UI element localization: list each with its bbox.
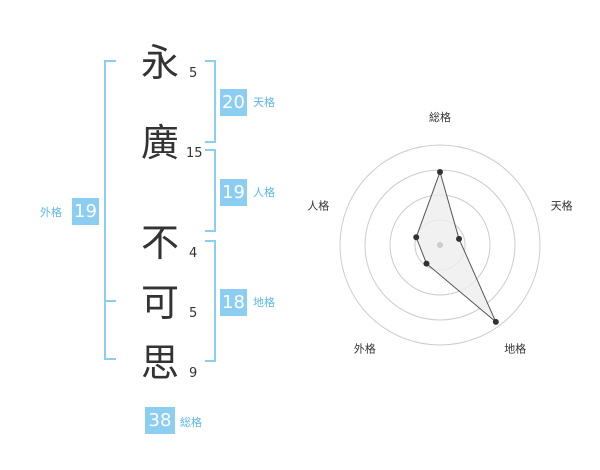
radar-point-1 [437, 169, 443, 175]
radar-axis-label-4: 外格 [354, 342, 376, 356]
jin-bracket [205, 149, 216, 232]
given-char-1-strokes: 4 [189, 246, 198, 261]
radar-ring-4 [339, 144, 541, 346]
given-char-2: 可 [140, 281, 179, 325]
ten-label: 天格 [253, 96, 275, 109]
given-char-1: 不 [140, 221, 179, 265]
given-char-3-strokes: 9 [189, 366, 198, 381]
jin-label: 人格 [253, 186, 275, 199]
given-char-3: 思 [140, 341, 179, 385]
radar-point-3 [492, 318, 499, 325]
radar-axis-label-2: 天格 [551, 198, 573, 212]
ten-bracket [205, 60, 216, 143]
chi-label: 地格 [253, 296, 275, 309]
radar-point-4 [423, 260, 430, 267]
radar-center [437, 242, 443, 248]
surname-char-2: 廣 [140, 121, 179, 165]
gai-bracket-top [104, 60, 116, 302]
gai-value: 19 [72, 198, 99, 225]
radar-point-2 [456, 235, 463, 242]
soukaku-value: 38 [145, 407, 175, 434]
gai-bracket-bottom [104, 298, 116, 360]
radar-axis-label-1: 総格 [429, 110, 451, 124]
radar-point-5 [413, 234, 420, 241]
surname-char-1-strokes: 5 [189, 66, 198, 81]
surname-char-1: 永 [140, 41, 179, 85]
given-char-2-strokes: 5 [189, 306, 198, 321]
ten-value: 20 [220, 89, 247, 116]
chi-bracket [205, 240, 216, 362]
radar-axis-label-3: 地格 [504, 342, 526, 356]
radar-area [415, 170, 497, 323]
jin-value: 19 [220, 179, 247, 206]
radar-axis-label-5: 人格 [307, 198, 329, 212]
soukaku-label: 総格 [180, 416, 202, 429]
surname-char-2-strokes: 15 [186, 146, 203, 161]
gai-label: 外格 [40, 206, 62, 219]
chi-value: 18 [220, 289, 247, 316]
